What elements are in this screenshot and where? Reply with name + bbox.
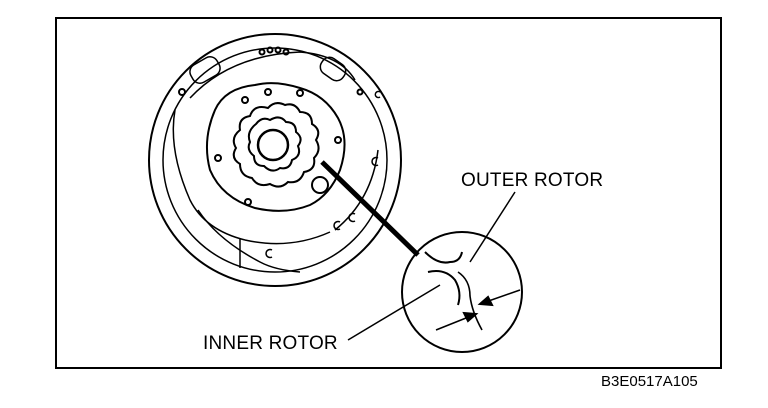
- figure-reference-code: B3E0517A105: [601, 373, 698, 390]
- detail-leader: [320, 160, 420, 257]
- outer-rotor-label: OUTER ROTOR: [461, 170, 604, 191]
- frame-border: [55, 17, 722, 369]
- clip-marks: [265, 90, 381, 259]
- label-leaders: [347, 191, 516, 341]
- pump-housing: [148, 33, 402, 287]
- rotor-plate: [205, 82, 346, 212]
- inner-rotor-label: INNER ROTOR: [203, 333, 338, 354]
- inner-rotor: [247, 116, 302, 172]
- detail-circle: [401, 231, 523, 353]
- outer-rotor: [232, 102, 320, 188]
